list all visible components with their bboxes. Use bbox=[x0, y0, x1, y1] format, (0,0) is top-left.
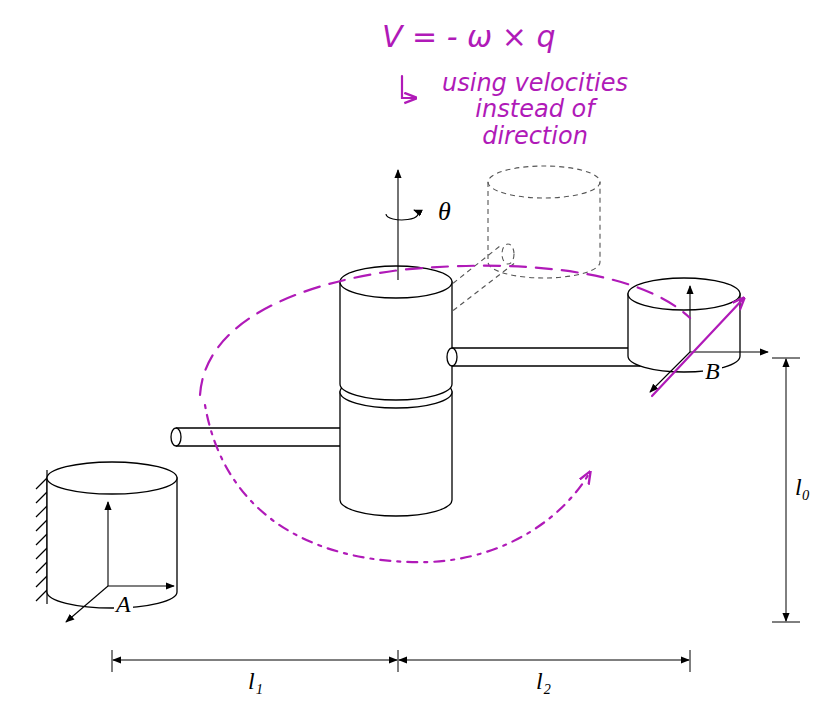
joint-axis bbox=[397, 170, 398, 280]
rotated-position-ghost bbox=[488, 166, 600, 198]
dimension-label: l₂ bbox=[534, 668, 553, 694]
joint-upper-cylinder bbox=[340, 266, 452, 400]
ground-hatch bbox=[36, 548, 47, 559]
link-two bbox=[452, 348, 640, 366]
frame-a-axes bbox=[66, 502, 174, 622]
link-two bbox=[447, 348, 457, 366]
joint-axis bbox=[386, 210, 418, 220]
frame-a-axes bbox=[107, 502, 108, 586]
frame-label: A bbox=[114, 591, 133, 617]
dimension-label: l₁ bbox=[246, 668, 265, 694]
link-two bbox=[447, 348, 640, 366]
handwritten-annotation bbox=[402, 76, 416, 98]
rotated-position-ghost bbox=[432, 166, 600, 316]
ground-hatch bbox=[36, 576, 47, 587]
joint-axis bbox=[386, 170, 418, 280]
frame-label: B bbox=[703, 358, 722, 384]
end-cylinder bbox=[628, 278, 740, 310]
ground-hatch bbox=[36, 470, 47, 604]
joint-angle-symbol: θ bbox=[436, 198, 453, 227]
ground-hatch bbox=[36, 506, 47, 517]
link-one bbox=[171, 428, 352, 446]
length-dimensions bbox=[112, 650, 113, 672]
dimension-label: l₀ bbox=[793, 474, 812, 500]
handwritten-annotation bbox=[652, 298, 744, 396]
ground-hatch bbox=[36, 562, 47, 573]
frame-b-axes bbox=[690, 351, 768, 352]
ground-hatch bbox=[36, 590, 47, 601]
base-cylinder bbox=[47, 462, 177, 494]
length-dimensions bbox=[398, 650, 399, 672]
frame-b-axes bbox=[650, 352, 690, 392]
annotation-note: using velocities instead of direction bbox=[418, 70, 652, 149]
link-one bbox=[176, 428, 352, 446]
handwritten-annotation bbox=[200, 76, 744, 562]
base-cylinder bbox=[47, 478, 177, 608]
rotated-position-ghost bbox=[502, 244, 514, 264]
joint-lower-cylinder bbox=[340, 392, 452, 516]
rotated-position-ghost bbox=[446, 262, 516, 316]
handwritten-annotation bbox=[205, 405, 590, 562]
frame-a-axes bbox=[66, 586, 108, 622]
length-dimensions bbox=[113, 660, 397, 661]
height-dimension bbox=[772, 358, 800, 359]
length-dimensions bbox=[399, 660, 689, 661]
base-cylinder bbox=[47, 462, 177, 608]
length-dimensions bbox=[112, 650, 690, 672]
link-one bbox=[171, 428, 181, 446]
ground-hatch bbox=[36, 520, 47, 531]
ground-hatch bbox=[36, 492, 47, 503]
velocity-equation: V = - ω × q bbox=[380, 20, 557, 53]
ground-hatch bbox=[36, 478, 47, 489]
length-dimensions bbox=[690, 650, 691, 672]
rotated-position-ghost bbox=[488, 182, 600, 278]
joint-upper-cylinder bbox=[340, 282, 452, 400]
height-dimension bbox=[786, 359, 787, 621]
ground-hatch bbox=[36, 534, 47, 545]
handwritten-annotation bbox=[200, 266, 690, 395]
frame-a-axes bbox=[108, 585, 174, 586]
height-dimension bbox=[772, 622, 800, 623]
